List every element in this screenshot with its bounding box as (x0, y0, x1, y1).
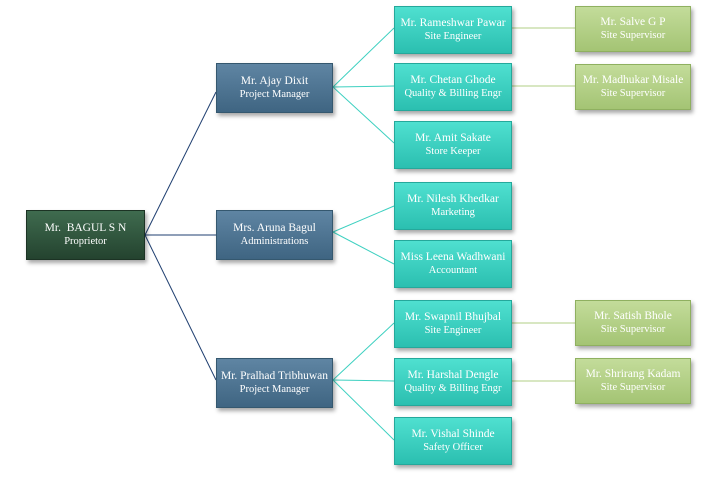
node-role: Accountant (428, 265, 478, 276)
node-role: Project Manager (239, 384, 310, 395)
connector-line (332, 322, 395, 381)
node-name: Mr. Harshal Dengle (407, 369, 499, 381)
connector-line (332, 379, 395, 441)
node-name: Mrs. Aruna Bagul (233, 222, 316, 234)
node-name: Mr. Nilesh Khedkar (407, 193, 499, 205)
node-role: Site Engineer (424, 325, 482, 336)
node-name: Mr. Shrirang Kadam (585, 368, 681, 380)
node-name: Mr. BAGUL S N (44, 222, 127, 234)
staff-node: Mr. Vishal Shinde Safety Officer (394, 417, 512, 465)
node-role: Proprietor (64, 236, 107, 247)
supervisor-node: Mr. Satish Bhole Site Supervisor (575, 300, 691, 346)
connector-line (332, 379, 395, 382)
root-node: Mr. BAGUL S N Proprietor (26, 210, 145, 260)
staff-node: Mr. Nilesh Khedkar Marketing (394, 182, 512, 230)
staff-node: Mr. Amit Sakate Store Keeper (394, 121, 512, 169)
node-role: Site Engineer (424, 31, 482, 42)
connector-line (332, 27, 395, 88)
staff-node: Mr. Swapnil Bhujbal Site Engineer (394, 300, 512, 348)
connector-line (332, 86, 395, 144)
manager-node: Mr. Pralhad Tribhuwan Project Manager (216, 358, 333, 408)
connector-line (144, 234, 217, 381)
connector-line (332, 231, 395, 265)
manager-node: Mrs. Aruna Bagul Administrations (216, 210, 333, 260)
node-role: Administrations (240, 236, 309, 247)
node-name: Mr. Amit Sakate (415, 132, 491, 144)
manager-node: Mr. Ajay Dixit Project Manager (216, 63, 333, 113)
staff-node: Mr. Chetan Ghode Quality & Billing Engr (394, 63, 512, 111)
node-name: Mr. Chetan Ghode (410, 74, 496, 86)
node-name: Mr. Rameshwar Pawar (400, 17, 506, 29)
node-name: Mr. Vishal Shinde (411, 428, 495, 440)
node-role: Quality & Billing Engr (404, 383, 502, 394)
node-role: Site Supervisor (600, 88, 666, 99)
node-role: Quality & Billing Engr (404, 88, 502, 99)
staff-node: Mr. Harshal Dengle Quality & Billing Eng… (394, 358, 512, 406)
node-role: Site Supervisor (600, 30, 666, 41)
node-role: Store Keeper (425, 146, 481, 157)
connector-line (332, 205, 395, 233)
supervisor-node: Mr. Madhukar Misale Site Supervisor (575, 64, 691, 110)
node-role: Safety Officer (423, 442, 483, 453)
supervisor-node: Mr. Shrirang Kadam Site Supervisor (575, 358, 691, 404)
node-name: Mr. Salve G P (600, 16, 666, 28)
node-name: Mr. Pralhad Tribhuwan (220, 370, 329, 382)
node-role: Project Manager (239, 89, 310, 100)
node-name: Mr. Ajay Dixit (240, 75, 309, 87)
supervisor-node: Mr. Salve G P Site Supervisor (575, 6, 691, 52)
connector-line (332, 85, 395, 88)
node-name: Mr. Madhukar Misale (582, 74, 684, 86)
staff-node: Mr. Rameshwar Pawar Site Engineer (394, 6, 512, 54)
node-name: Mr. Satish Bhole (594, 310, 672, 322)
node-role: Marketing (431, 207, 475, 218)
node-role: Site Supervisor (600, 382, 666, 393)
connector-line (144, 91, 217, 236)
node-role: Site Supervisor (600, 324, 666, 335)
node-name: Miss Leena Wadhwani (400, 251, 506, 263)
node-name: Mr. Swapnil Bhujbal (404, 311, 502, 323)
staff-node: Miss Leena Wadhwani Accountant (394, 240, 512, 288)
